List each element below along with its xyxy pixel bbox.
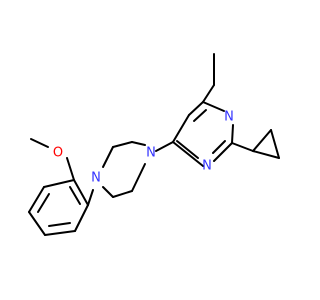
bond-piperazine-5 xyxy=(112,190,133,198)
bond-piperazine-2 xyxy=(112,141,133,148)
bond-ring-3 xyxy=(28,211,46,236)
bond-cyclopropyl-1 xyxy=(252,129,272,152)
bond-pyr-2-inner xyxy=(193,109,207,122)
bond-n-to-pyrimidine xyxy=(155,141,174,152)
bond-pyr-5 xyxy=(231,124,234,144)
cyclopropyl-group xyxy=(231,129,280,159)
bond-pyr-2 xyxy=(188,101,204,116)
bond-ring-2 xyxy=(28,186,45,213)
atom-label-nitrogen-pyrimidine-bottom: N xyxy=(202,159,212,174)
atom-label-nitrogen-aryl: N xyxy=(91,171,101,186)
bond-ring-2-inner xyxy=(37,193,50,213)
bond-aromatic-nitrogen xyxy=(87,189,94,206)
bond-pyr-6 xyxy=(213,142,233,162)
bond-ring-4 xyxy=(44,230,76,236)
atom-labels: O N N N N xyxy=(53,110,234,186)
bond-ring-6 xyxy=(73,179,89,206)
piperazine-ring xyxy=(102,141,146,198)
bond-ring-1 xyxy=(43,179,75,188)
bond-piperazine-6 xyxy=(102,186,114,198)
chemical-structure-diagram: O N N N N xyxy=(28,53,280,236)
bond-methyl-oxygen xyxy=(30,138,49,148)
bond-pyr-1 xyxy=(172,114,190,143)
bond-ring-5 xyxy=(74,204,89,232)
atom-label-oxygen: O xyxy=(53,146,63,161)
bond-pyr-6-inner xyxy=(212,140,226,154)
bond-piperazine-4 xyxy=(131,163,146,192)
atom-label-nitrogen-pyrimidine-top: N xyxy=(224,110,234,125)
bond-piperazine-3 xyxy=(131,141,146,146)
bond-cyclopropyl-2 xyxy=(270,129,280,159)
bond-ring-6-inner xyxy=(69,186,81,205)
methoxyphenyl-group xyxy=(28,138,94,236)
bond-pyr-7 xyxy=(172,141,204,167)
bond-cyclopropyl-link xyxy=(231,142,254,152)
bond-oxygen-aromatic xyxy=(66,157,75,181)
bond-cyclopropyl-3 xyxy=(252,150,280,159)
bond-ring-4-inner xyxy=(48,222,71,227)
bond-pyr-3 xyxy=(202,84,215,103)
bond-pyr-4 xyxy=(202,101,225,112)
bond-pyr-7-inner xyxy=(176,140,199,159)
pyrimidine-ring xyxy=(155,84,234,167)
atom-label-nitrogen-pyrimidine-link: N xyxy=(146,146,156,161)
bond-piperazine-1 xyxy=(102,146,114,168)
